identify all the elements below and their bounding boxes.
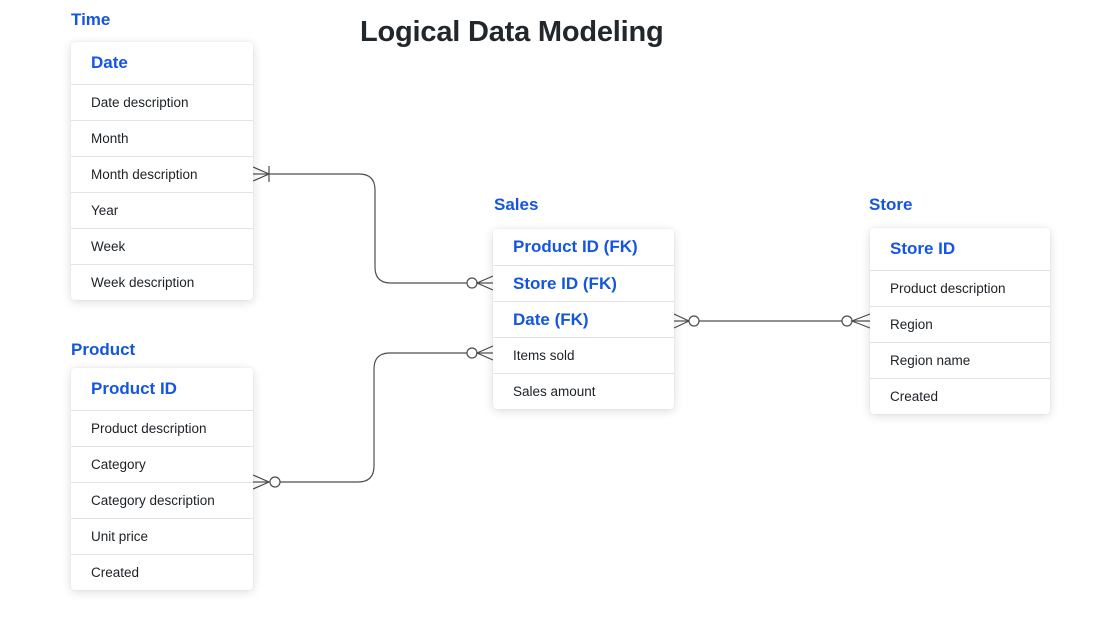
entity-label-sales: Sales — [494, 195, 539, 214]
table-key-row: Product ID (FK) — [513, 237, 638, 256]
table-header-row: Date — [91, 53, 128, 72]
table-row: Category — [71, 446, 253, 482]
table-row: Week — [71, 228, 253, 264]
table-header-row: Store ID — [890, 239, 956, 258]
table-row: Created — [870, 378, 1050, 414]
connector-sales-store — [673, 313, 871, 329]
table-row: Year — [71, 192, 253, 228]
entity-table-sales: Product ID (FK) Store ID (FK) Date (FK) … — [493, 229, 674, 409]
entity-label-product: Product — [71, 340, 136, 359]
entity-label-time: Time — [71, 10, 111, 29]
entity-table-product: Product ID Product description Category … — [71, 368, 253, 590]
table-row: Items sold — [493, 337, 674, 373]
entity-table-store: Store ID Product description Region Regi… — [870, 228, 1050, 414]
table-header-row: Product ID — [91, 379, 177, 398]
connector-time-sales — [252, 166, 494, 291]
table-row: Unit price — [71, 518, 253, 554]
table-row: Month — [71, 120, 253, 156]
table-row: Sales amount — [493, 373, 674, 409]
entity-table-time: Date Date description Month Month descri… — [71, 42, 253, 300]
table-row: Date description — [71, 84, 253, 120]
table-row: Created — [71, 554, 253, 590]
table-row: Week description — [71, 264, 253, 300]
table-row: Category description — [71, 482, 253, 518]
page-title: Logical Data Modeling — [360, 16, 664, 48]
connector-product-sales — [252, 345, 494, 490]
table-row: Product description — [870, 270, 1050, 306]
entity-label-store: Store — [869, 195, 913, 214]
table-key-row: Store ID (FK) — [493, 265, 674, 301]
table-row: Product description — [71, 410, 253, 446]
table-row: Month description — [71, 156, 253, 192]
table-key-row: Date (FK) — [493, 301, 674, 337]
table-row: Region — [870, 306, 1050, 342]
table-row: Region name — [870, 342, 1050, 378]
